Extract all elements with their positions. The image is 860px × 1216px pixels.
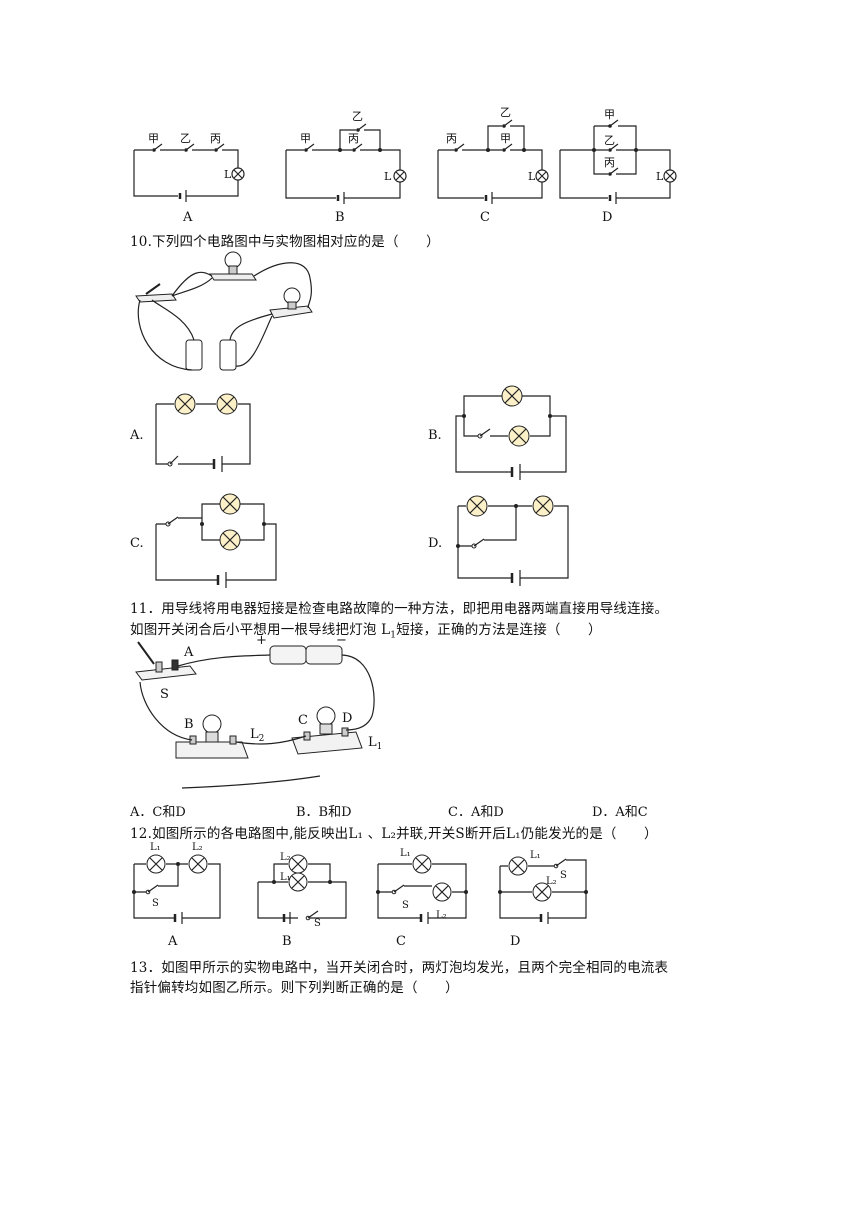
q12c-s: S [402,900,409,911]
q11-stem-line2: 如图开关闭合后小平想用一根导线把灯泡 L1短接，正确的方法是连接（ ） [130,618,602,641]
q9-letter-a: A [183,210,193,225]
q12a-l1: L₁ [150,842,161,853]
q12-letter-c: C [396,934,406,949]
q9d-lamp: L [656,170,664,183]
q11-label-minus: − [336,633,347,648]
q9d-sw3: 丙 [604,156,615,169]
q12d-l1: L₁ [530,850,541,861]
q11-stem-line2-sub: 1 [390,630,397,641]
q12d-l2: L₂ [546,876,557,887]
q9b-sw1: 甲 [300,132,311,145]
q11-stem-line1: 11．用导线将用电器短接是检查电路故障的一种方法，即把用电器两端直接用导线连接。 [130,601,669,617]
q11-stem-line2-b: 短接，正确的方法是连接（ ） [396,622,602,638]
q9-circuit-d: 甲 乙 丙 L [559,108,677,204]
q11-stem-line2-a: 如图开关闭合后小平想用一根导线把灯泡 L [130,622,391,638]
q12b-s: S [314,918,321,929]
q12b-l2: L₂ [280,852,291,863]
q9c-sw3: 甲 [500,132,511,145]
q12-letter-b: B [282,934,292,949]
q11-label-b: B [184,717,194,732]
q12c-l1: L₁ [400,848,411,859]
q12a-l2: L₂ [192,842,203,853]
q10-option-a-label: A. [130,428,144,443]
q10-option-a-circuit [155,393,251,472]
q9a-sw2: 乙 [180,132,191,145]
q9c-sw1: 丙 [446,132,457,145]
q9d-sw2: 乙 [604,134,615,147]
q9b-sw2: 乙 [352,110,363,123]
q9b-sw3: 丙 [348,132,359,145]
q10-option-c-label: C. [130,536,144,551]
q9c-sw2: 乙 [500,106,511,119]
q10-option-d-circuit [456,495,569,586]
q13-stem-line2: 指针偏转均如图乙所示。则下列判断正确的是（ ） [130,980,459,996]
q9b-lamp: L [384,170,392,183]
q12-circuit-a: L₁ L₂ S [132,842,221,924]
q9-circuit-a: 甲 乙 丙 L [133,132,245,202]
q11-physical-circuit: A S + − B C D L2 L1 [135,633,382,789]
q12-circuit-c: L₁ S L₂ [376,848,468,924]
q11-label-d: D [342,711,352,726]
q9a-sw1: 甲 [148,132,159,145]
q10-option-d-label: D. [428,536,443,551]
q12-letter-d: D [510,934,521,949]
q12c-l2: L₂ [436,910,447,921]
q12-letter-a: A [168,934,178,949]
q9-circuit-c: 丙 乙 甲 L [437,106,549,204]
q11-label-c: C [298,713,308,728]
q11-label-l1: L1 [368,735,382,752]
q10-stem: 10.下列四个电路图中与实物图相对应的是（ ） [130,234,440,250]
q12d-s: S [560,870,567,881]
q12b-l1: L₁ [280,872,291,883]
q13-stem-line1: 13．如图甲所示的实物电路中，当开关闭合时，两灯泡均发光，且两个完全相同的电流表 [130,960,669,976]
q9-letter-d: D [602,210,613,225]
q9-letter-b: B [335,210,345,225]
q12-stem: 12.如图所示的各电路图中,能反映出L₁ 、L₂并联,开关S断开后L₁仍能发光的… [130,826,658,842]
q11-option-d: D．A和C [592,805,648,820]
q10-option-c-circuit [155,493,277,588]
q9-letter-c: C [480,210,490,225]
q9-circuit-b: 甲 乙 丙 L [285,110,407,204]
q9c-lamp: L [528,170,536,183]
q12-circuit-b: L₂ L₁ S [257,852,347,929]
q11-label-l2: L2 [250,727,264,744]
q10-physical-circuit [135,251,313,371]
q10-option-b-circuit [455,385,567,480]
q12-circuit-d: L₁ S L₂ [498,850,588,924]
q11-label-plus: + [256,633,267,648]
q9d-sw1: 甲 [604,108,615,121]
q11-option-a: A．C和D [130,805,186,820]
q9a-sw3: 丙 [210,132,221,145]
q11-label-s: S [160,687,169,702]
q9a-lamp: L [224,168,232,181]
q11-label-a: A [183,645,194,660]
q10-option-b-label: B. [428,428,442,443]
q11-option-c: C．A和D [448,805,504,820]
q12a-s: S [152,898,159,909]
q11-option-b: B．B和D [296,805,352,820]
